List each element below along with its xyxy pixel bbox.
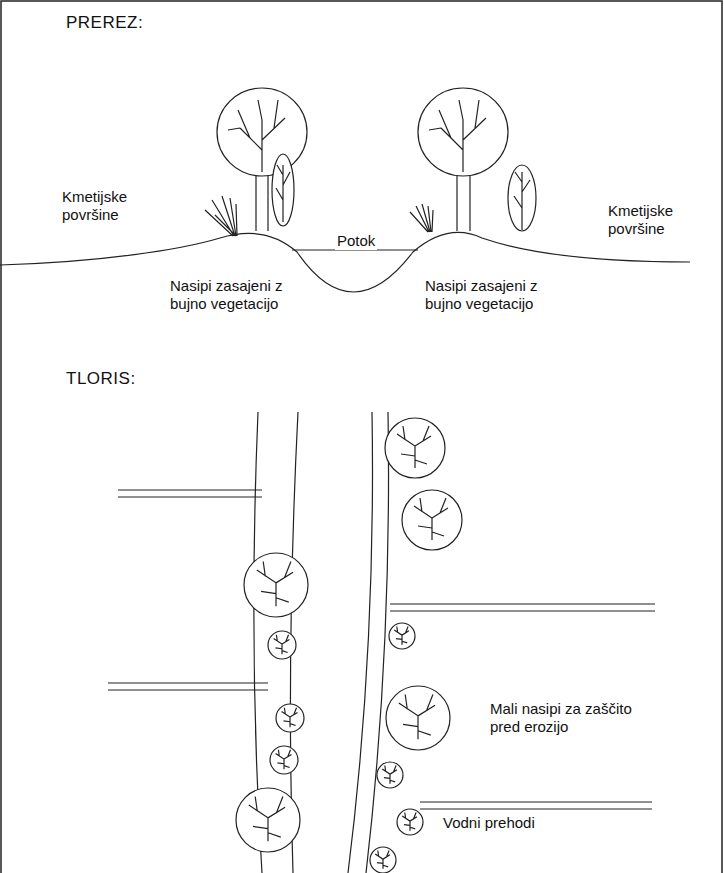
annotation-label: Nasipi zasajeni z bujno vegetacijo xyxy=(170,277,312,313)
embankment-edge xyxy=(366,412,389,873)
ground-profile xyxy=(0,232,690,292)
bush xyxy=(508,165,536,231)
water-passage xyxy=(108,683,268,690)
tree-crown xyxy=(377,762,403,788)
water-passage xyxy=(420,802,652,809)
tree-crown xyxy=(270,746,298,774)
embankment-edge xyxy=(348,412,373,873)
tree xyxy=(418,88,508,231)
grass-tuft xyxy=(410,204,433,232)
tree-crowns xyxy=(236,418,462,873)
section-heading: TLORIS: xyxy=(66,370,136,388)
section-heading: PREREZ: xyxy=(66,14,143,32)
tree-crown xyxy=(236,788,300,852)
annotation-label: Nasipi zasajeni z bujno vegetacijo xyxy=(425,277,567,313)
tree-crown xyxy=(268,631,296,659)
water-passage xyxy=(118,490,262,497)
tree-crown xyxy=(244,553,308,617)
annotation-label: Potok xyxy=(335,232,377,250)
tree xyxy=(217,88,307,231)
tree-crown xyxy=(386,686,450,750)
tree-crown xyxy=(389,623,415,649)
annotation-label: Kmetijske površine xyxy=(62,188,154,224)
water-passage xyxy=(390,604,655,611)
tree-crown xyxy=(385,418,445,478)
annotation-label: Kmetijske površine xyxy=(608,202,700,238)
bush xyxy=(272,154,294,226)
annotation-label: Vodni prehodi xyxy=(441,814,537,832)
tree-crown xyxy=(402,490,462,550)
tree-crown xyxy=(370,847,396,873)
tree-crown xyxy=(276,704,304,732)
grass-tuft xyxy=(205,196,237,236)
annotation-label: Mali nasipi za zaščito pred erozijo xyxy=(490,700,640,736)
tree-crown xyxy=(397,809,423,835)
